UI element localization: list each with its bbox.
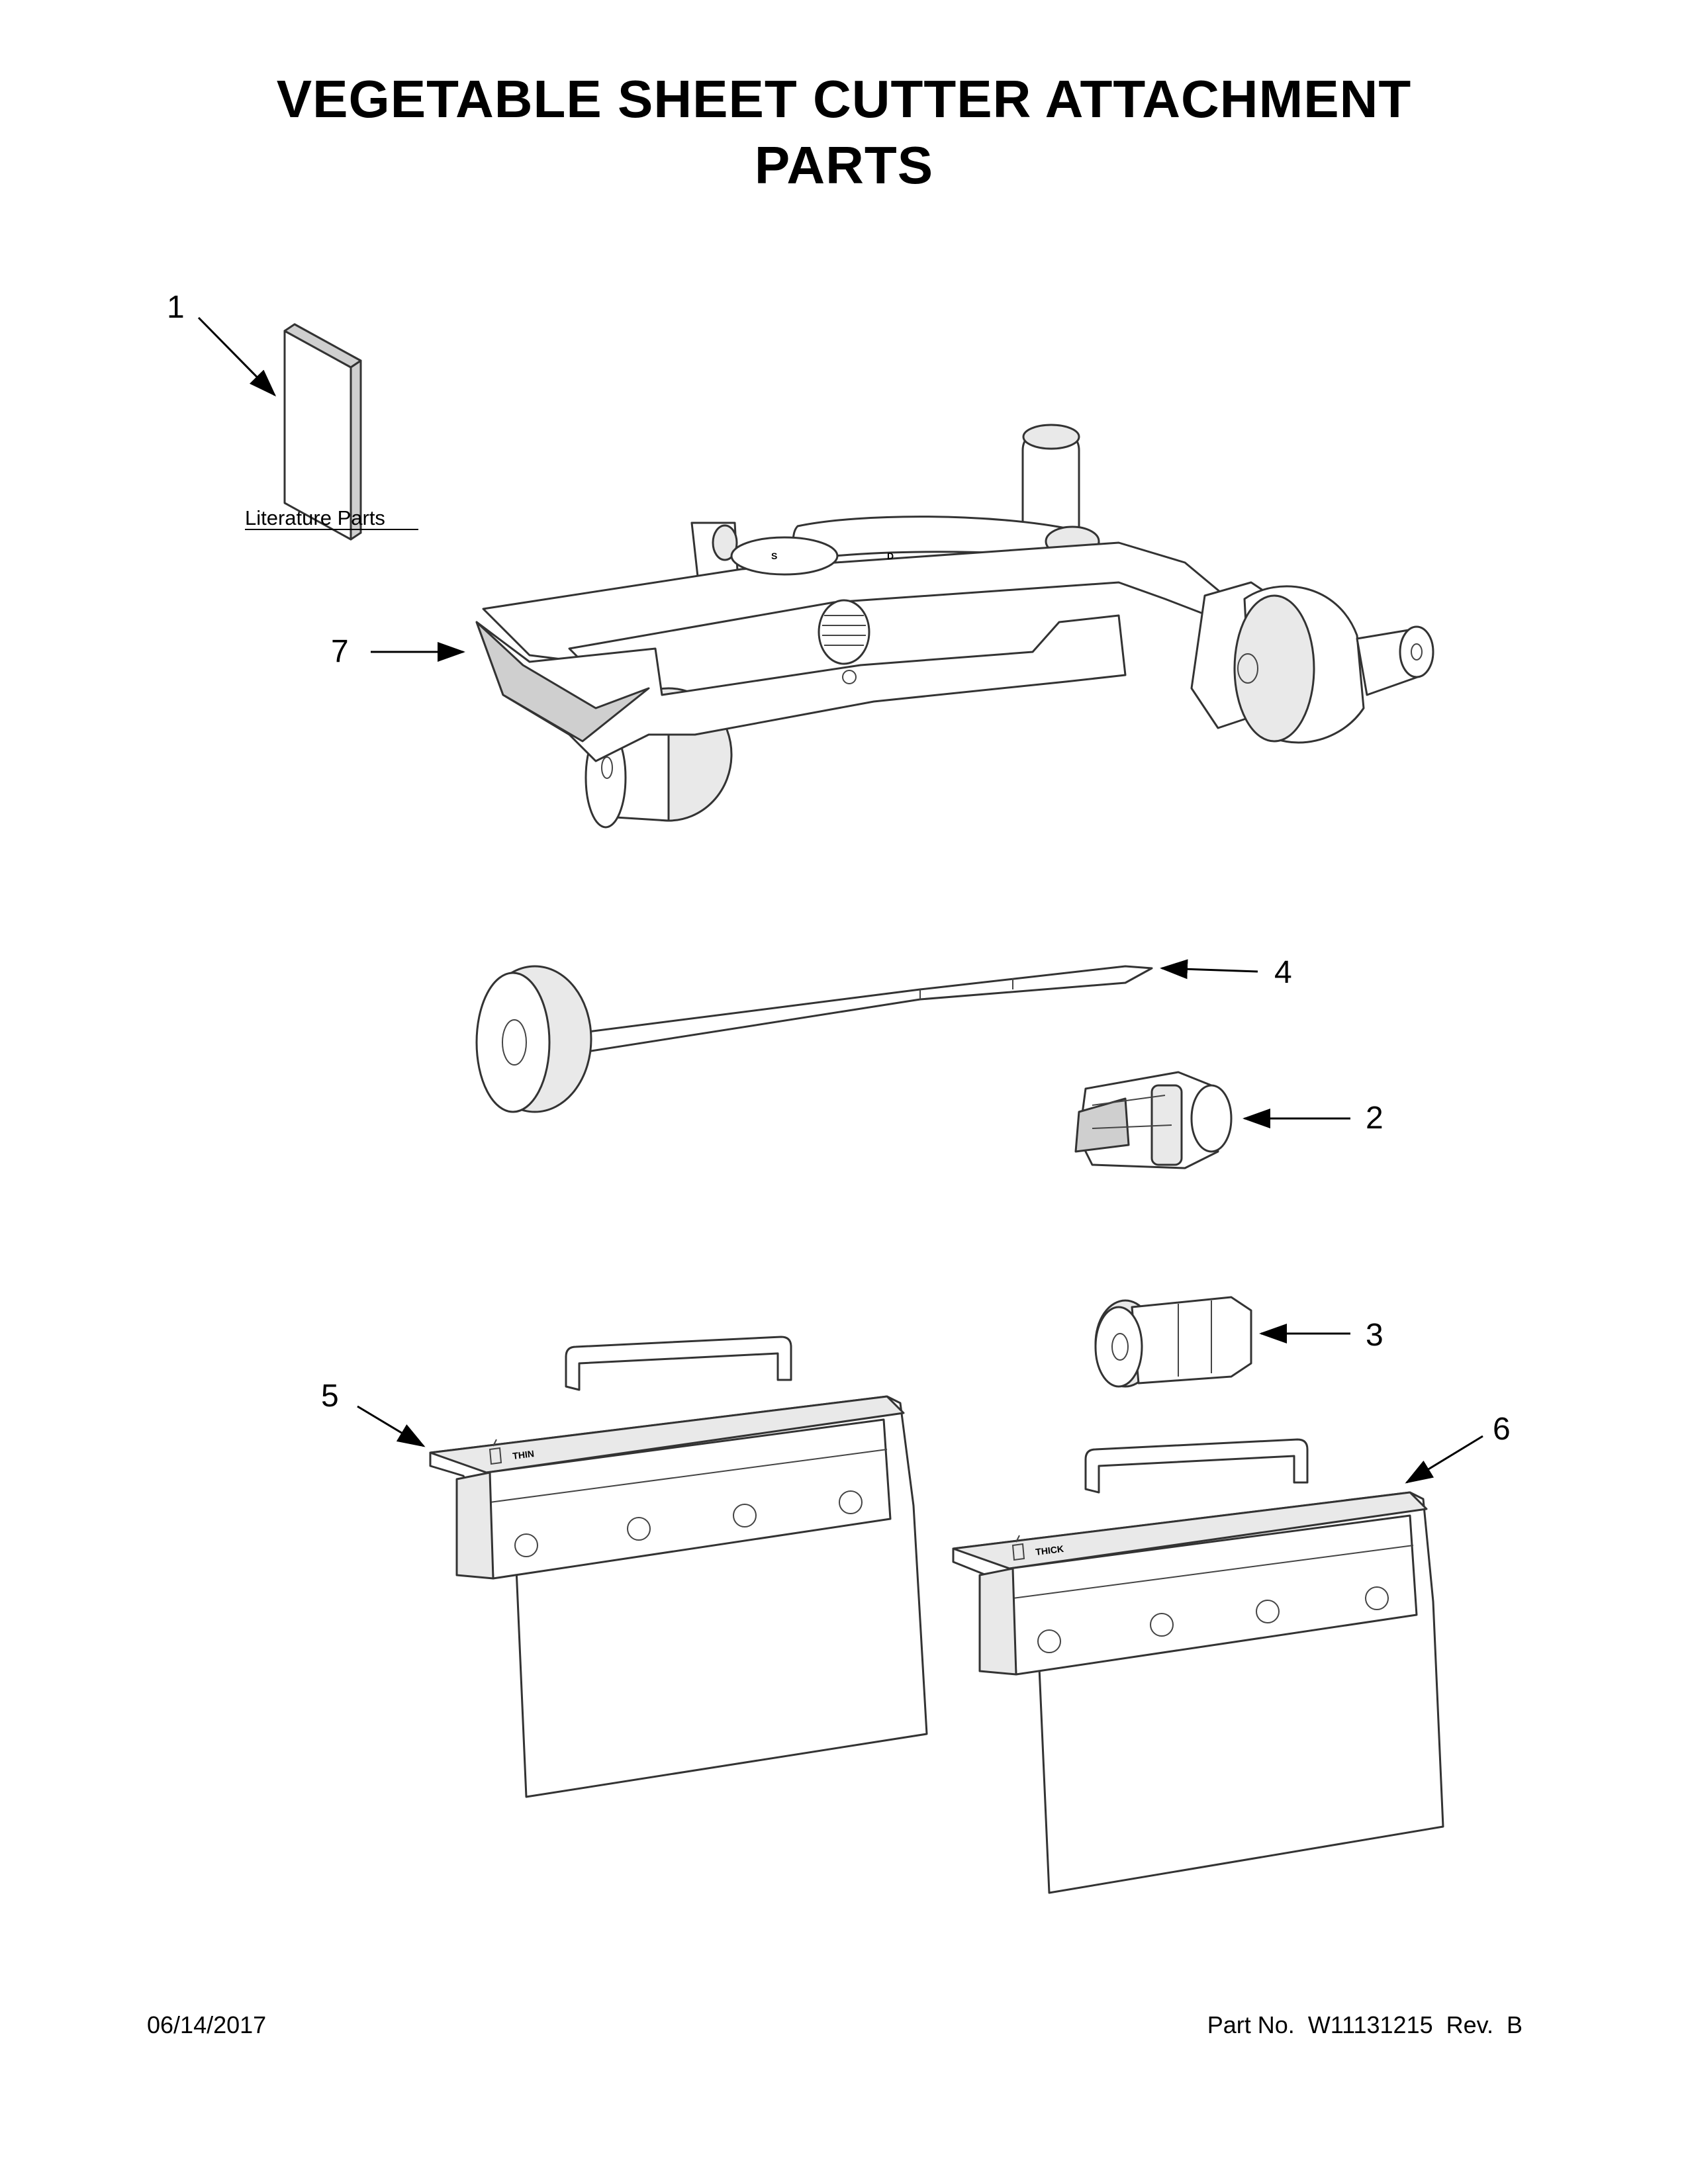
frame-dial-left-label: S	[771, 551, 777, 561]
skewer-shaft	[475, 965, 1153, 1113]
title-line-2: PARTS	[754, 136, 934, 195]
callout-1: 1	[167, 290, 185, 325]
thick-blade-label: THICK	[1035, 1543, 1064, 1557]
literature-parts-label: Literature Parts	[245, 506, 385, 529]
page-title: VEGETABLE SHEET CUTTER ATTACHMENT PARTS	[0, 66, 1688, 199]
knife-hand-symbol-thin	[489, 1439, 502, 1465]
coupler-part-3	[1094, 1296, 1252, 1388]
callout-5: 5	[321, 1379, 339, 1414]
callout-7: 7	[331, 634, 349, 669]
callout-6-arrow	[1405, 1435, 1483, 1484]
frame-dial-right-label: D	[887, 551, 894, 561]
callout-5-arrow	[357, 1405, 426, 1447]
thick-blade	[952, 1438, 1444, 1894]
frame-assembly: S D	[475, 424, 1434, 829]
callout-4-arrow	[1160, 959, 1258, 979]
callout-4: 4	[1274, 955, 1292, 990]
callout-2: 2	[1366, 1101, 1383, 1136]
coupler-part-2	[1074, 1071, 1233, 1169]
thin-blade	[429, 1336, 928, 1798]
thin-blade-label: THIN	[512, 1448, 534, 1461]
literature-booklet	[283, 323, 362, 541]
callout-3: 3	[1366, 1318, 1383, 1353]
callout-6: 6	[1493, 1412, 1511, 1447]
title-line-1: VEGETABLE SHEET CUTTER ATTACHMENT	[276, 69, 1412, 128]
callout-1-arrow	[197, 316, 277, 397]
footer-part-number: Part No. W11131215 Rev. B	[1207, 2011, 1523, 2038]
knife-hand-symbol-thick	[1011, 1535, 1025, 1561]
footer-date: 06/14/2017	[147, 2011, 267, 2038]
